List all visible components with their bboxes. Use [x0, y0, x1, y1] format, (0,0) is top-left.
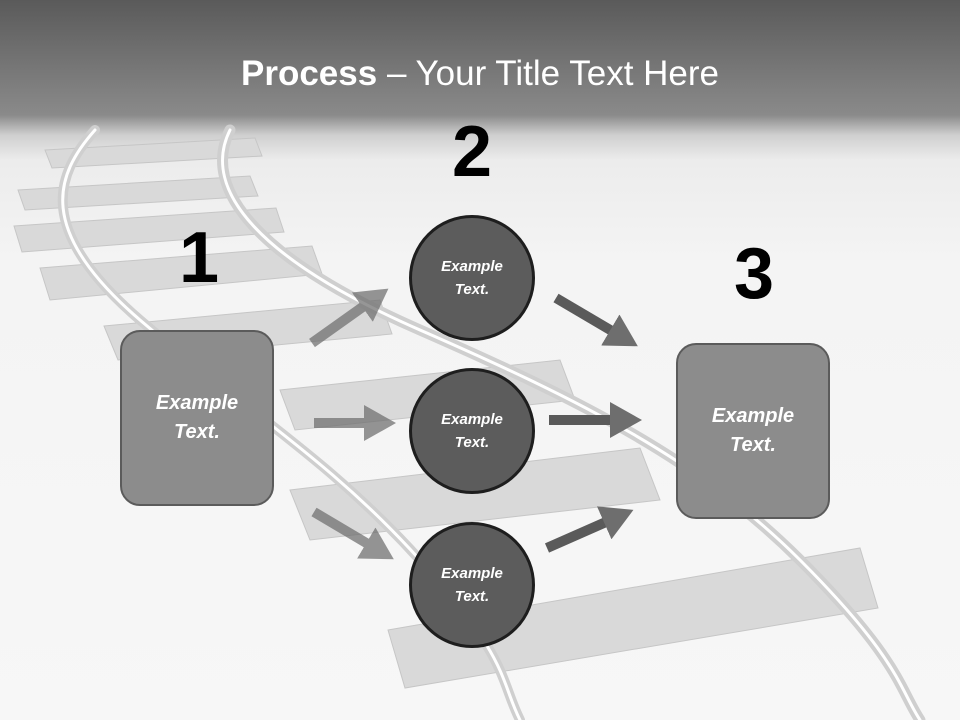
slide-title: Process – Your Title Text Here: [0, 52, 960, 96]
step-2-circle-top: Example Text.: [409, 215, 535, 341]
title-bold: Process: [241, 54, 378, 93]
step-2-circle-bottom: Example Text.: [409, 522, 535, 648]
step-number-1: 1: [178, 218, 220, 298]
step-1-box-label: Example Text.: [155, 392, 239, 443]
title-rest: Your Title Text Here: [415, 54, 720, 93]
step-2-circle-bottom-label: Example Text.: [441, 565, 503, 605]
step-1-box: Example Text.: [120, 330, 274, 506]
step-2-circle-middle: Example Text.: [409, 368, 535, 494]
title-dash: –: [377, 54, 416, 93]
step-3-box: Example Text.: [676, 343, 830, 519]
step-2-circle-middle-label: Example Text.: [441, 411, 503, 451]
step-2-circle-top-label: Example Text.: [441, 258, 503, 298]
step-number-3: 3: [733, 234, 775, 314]
step-number-2: 2: [451, 112, 493, 192]
step-3-box-label: Example Text.: [711, 405, 795, 456]
